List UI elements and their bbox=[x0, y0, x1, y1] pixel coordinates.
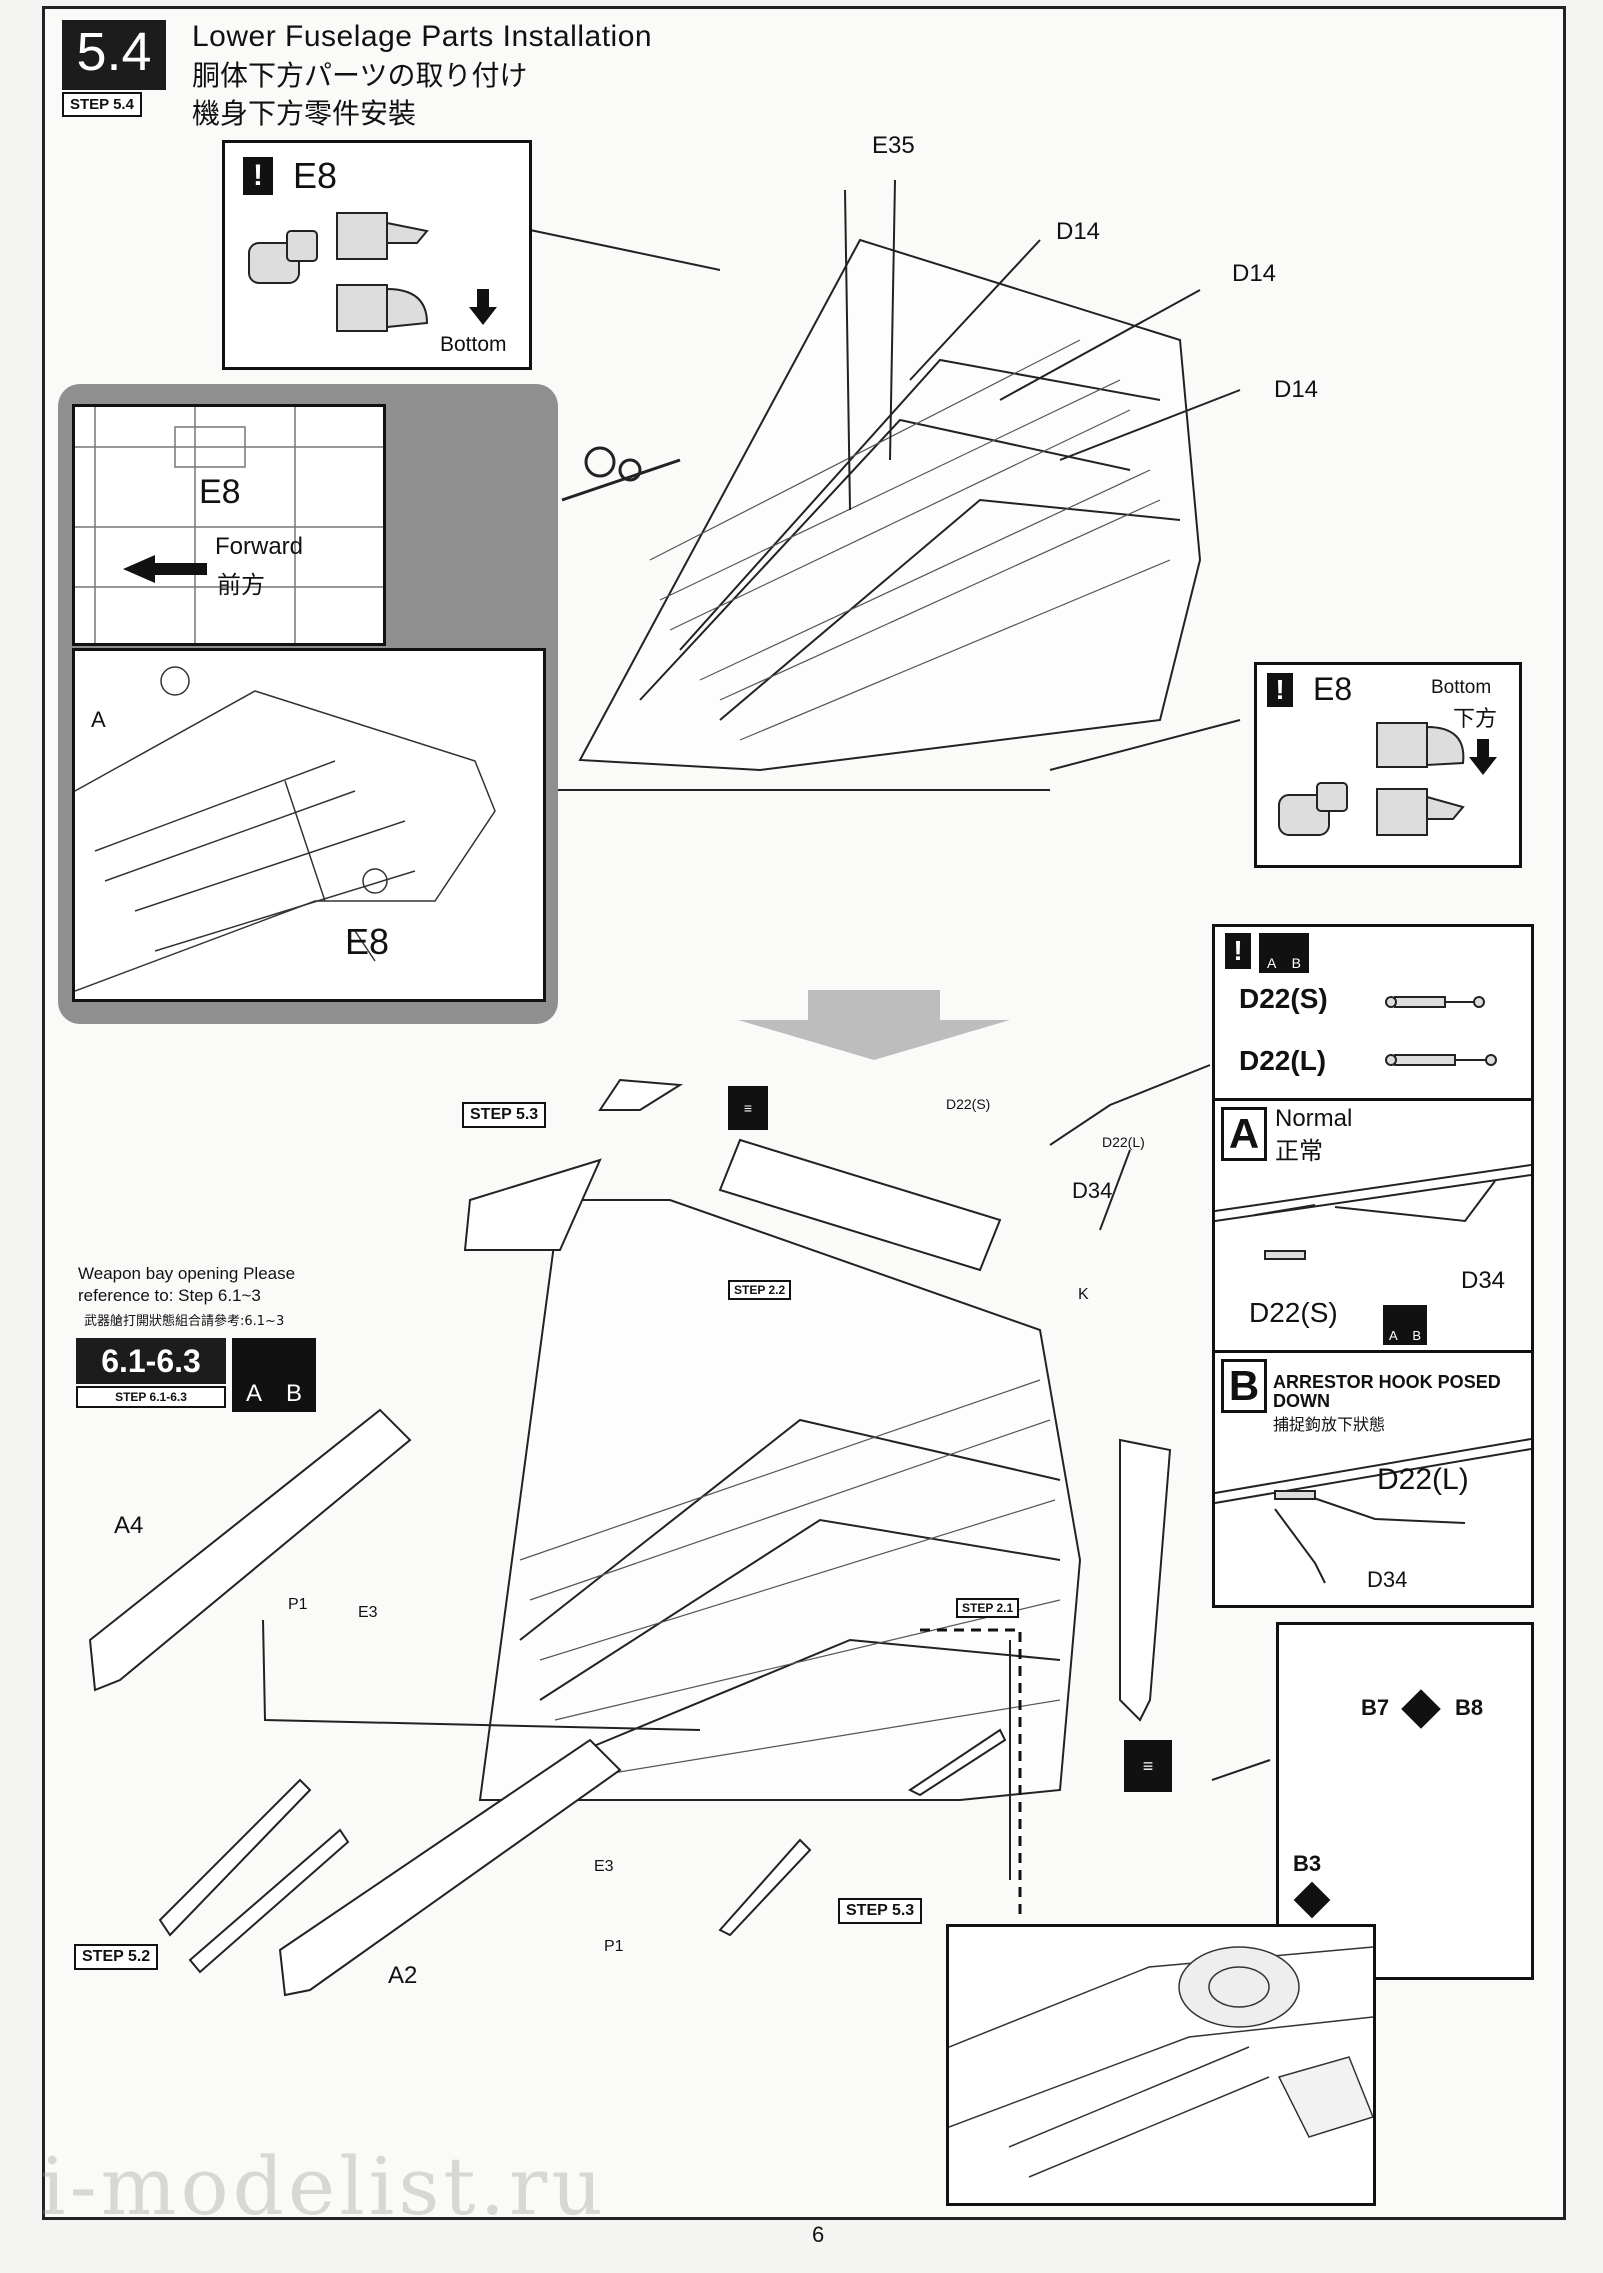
hook-option-icon: ≡ bbox=[728, 1086, 768, 1130]
part-label-b3: B3 bbox=[1293, 1851, 1322, 1876]
part-label-d14: D14 bbox=[1274, 376, 1319, 403]
ab-option-icon: A B bbox=[1259, 933, 1309, 973]
part-label-d22s: D22(S) bbox=[946, 1096, 991, 1112]
step-tag: STEP 5.4 bbox=[62, 92, 142, 117]
part-label-a2: A2 bbox=[388, 1962, 418, 1989]
step-ref-2-2: STEP 2.2 bbox=[728, 1280, 792, 1300]
forward-label-jp: 前方 bbox=[217, 571, 265, 599]
gear-detail-drawing bbox=[949, 1946, 1373, 2178]
part-label-d14: D14 bbox=[1232, 260, 1277, 287]
d22s-label: D22(S) bbox=[1239, 983, 1328, 1014]
gear-detail-inset bbox=[946, 1924, 1376, 2206]
page-title-jp: 胴体下方パーツの取り付け bbox=[192, 59, 528, 92]
part-label-d34: D34 bbox=[1072, 1178, 1113, 1203]
ab-option-icon: A B bbox=[1383, 1305, 1427, 1345]
bottom-label: Bottom bbox=[1431, 677, 1492, 698]
e8-part-views bbox=[248, 212, 497, 332]
hook-option-icon: ≡ bbox=[1124, 1740, 1172, 1792]
step-ref-2-1: STEP 2.1 bbox=[956, 1598, 1020, 1618]
step-tag-6-1-6-3: STEP 6.1-6.3 bbox=[76, 1386, 226, 1408]
e8-part-views bbox=[1278, 722, 1497, 836]
weapon-bay-note-line2: reference to: Step 6.1~3 bbox=[78, 1286, 261, 1305]
part-label-b7: B7 bbox=[1361, 1695, 1390, 1720]
bottom-label-jp: 下方 bbox=[1453, 707, 1498, 732]
step-number-badge: 5.4 bbox=[62, 20, 166, 90]
step-ref-5-3: STEP 5.3 bbox=[462, 1102, 547, 1128]
step-badge-6-1-6-3: 6.1-6.3 bbox=[76, 1338, 226, 1384]
step-ref-5-3: STEP 5.3 bbox=[838, 1898, 923, 1924]
inset-e8-label: E8 bbox=[199, 473, 241, 511]
d22-rod-drawings bbox=[1385, 996, 1497, 1066]
part-label-e3: E3 bbox=[358, 1604, 378, 1621]
either-or-icon bbox=[1401, 1689, 1441, 1729]
part-label-d14: D14 bbox=[1056, 218, 1101, 245]
page-number: 6 bbox=[812, 2222, 825, 2247]
page-title: Lower Fuselage Parts Installation bbox=[192, 20, 653, 53]
option-a-d34: D34 bbox=[1461, 1267, 1506, 1294]
part-label-e35: E35 bbox=[872, 132, 915, 159]
part-label-p1: P1 bbox=[604, 1938, 624, 1955]
warning-icon: ! bbox=[1267, 673, 1293, 707]
either-or-icon bbox=[1293, 1881, 1331, 1919]
bottom-label: Bottom bbox=[440, 333, 507, 356]
part-label-p1: P1 bbox=[288, 1596, 308, 1613]
part-label-b8: B8 bbox=[1455, 1695, 1484, 1720]
warning-icon: ! bbox=[1225, 933, 1251, 969]
option-a-title: Normal bbox=[1275, 1105, 1353, 1132]
ab-option-icon: A B bbox=[232, 1338, 316, 1412]
forward-label: Forward bbox=[215, 533, 304, 560]
part-label-a4: A4 bbox=[114, 1512, 144, 1539]
part-label-e3: E3 bbox=[594, 1858, 614, 1875]
part-label-k: K bbox=[1078, 1286, 1089, 1303]
option-b-box: B ARRESTOR HOOK POSED DOWN 捕捉鉤放下狀態 D22(L… bbox=[1212, 1350, 1534, 1608]
e8-callout-box-right: ! E8 Bottom 下方 bbox=[1254, 662, 1522, 868]
inset-upper-box: E8 Forward 前方 bbox=[72, 404, 386, 646]
e8-callout-label: E8 bbox=[1313, 671, 1353, 707]
weapon-bay-note-line1: Weapon bay opening Please bbox=[78, 1264, 296, 1283]
option-a-letter: A bbox=[1221, 1107, 1267, 1161]
option-b-title: ARRESTOR HOOK POSED DOWN bbox=[1273, 1372, 1501, 1411]
e8-callout-box: ! E8 Bottom bbox=[222, 140, 532, 370]
part-label-d22l: D22(L) bbox=[1102, 1134, 1145, 1150]
weapon-bay-note-line3: 武器艙打開狀態組合請參考:6.1~3 bbox=[84, 1314, 285, 1329]
option-a-box: A Normal 正常 D34 D22(S) A B bbox=[1212, 1098, 1534, 1354]
option-b-d34: D34 bbox=[1367, 1567, 1408, 1592]
option-b-drawing bbox=[1215, 1438, 1531, 1584]
option-b-letter: B bbox=[1221, 1359, 1267, 1413]
inset-lower-box: A E8 bbox=[72, 648, 546, 1002]
b-parts-callout-box: B7 B8 B3 B4 bbox=[1276, 1622, 1534, 1980]
option-a-title-jp: 正常 bbox=[1275, 1137, 1323, 1165]
step-ref-5-2: STEP 5.2 bbox=[74, 1944, 159, 1970]
page-title-tw: 機身下方零件安裝 bbox=[192, 97, 417, 130]
inset-upper-drawing bbox=[75, 407, 383, 643]
inset-lower-drawing bbox=[75, 666, 496, 992]
option-a-drawing bbox=[1215, 1164, 1531, 1260]
d22l-label: D22(L) bbox=[1239, 1045, 1327, 1076]
warning-icon: ! bbox=[243, 157, 273, 195]
e8-callout-label: E8 bbox=[293, 155, 338, 196]
option-b-d22l: D22(L) bbox=[1377, 1463, 1469, 1496]
watermark: i-modelist.ru bbox=[40, 2140, 607, 2233]
option-b-title-tw: 捕捉鉤放下狀態 bbox=[1273, 1415, 1386, 1434]
inset-e8-label: E8 bbox=[345, 921, 390, 962]
inset-label-a: A bbox=[91, 707, 106, 732]
d22-variants-box: ! A B D22(S) D22(L) bbox=[1212, 924, 1534, 1102]
option-a-d22s: D22(S) bbox=[1249, 1297, 1338, 1328]
